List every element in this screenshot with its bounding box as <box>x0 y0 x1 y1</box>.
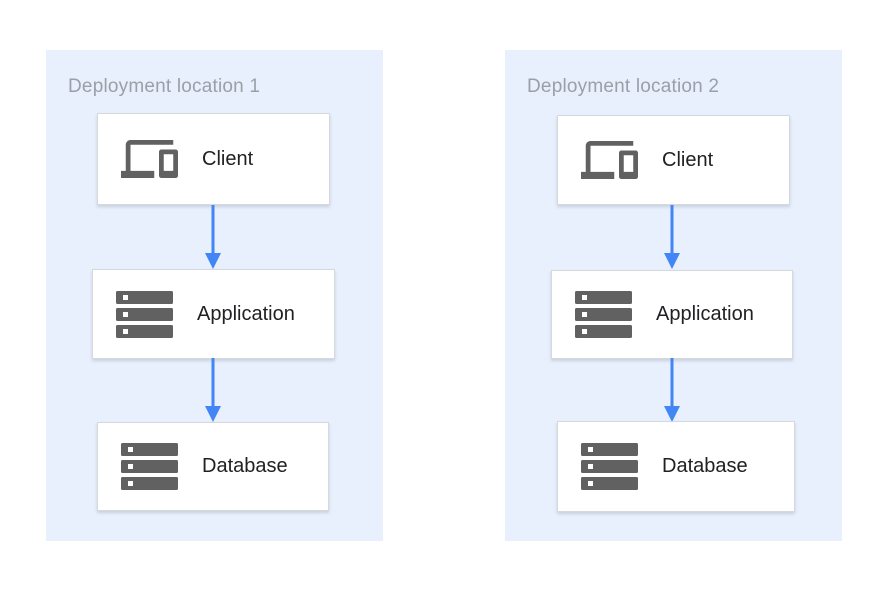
arrow-client-to-application <box>663 205 681 269</box>
node-label: Client <box>202 147 254 170</box>
arrow-client-to-application <box>204 205 222 269</box>
node-label: Application <box>197 302 295 325</box>
arrow-application-to-database <box>663 358 681 422</box>
node-label: Application <box>656 303 754 325</box>
deployment-panel-2: Deployment location 2 Client Application… <box>505 50 842 541</box>
node-application: Application <box>551 270 793 359</box>
server-stack-icon <box>120 443 178 490</box>
node-client: Client <box>557 115 790 205</box>
server-stack-icon <box>574 291 632 338</box>
node-label: Database <box>662 455 748 477</box>
node-database: Database <box>557 421 795 512</box>
panel-title: Deployment location 2 <box>527 76 720 97</box>
node-database: Database <box>97 422 329 511</box>
devices-icon <box>580 141 638 179</box>
deployment-panel-1: Deployment location 1 Client Application… <box>46 50 383 541</box>
panel-title: Deployment location 1 <box>68 76 261 97</box>
node-client: Client <box>97 113 330 205</box>
arrow-application-to-database <box>204 358 222 422</box>
devices-icon <box>120 140 178 178</box>
server-stack-icon <box>580 443 638 490</box>
server-stack-icon <box>115 290 173 338</box>
node-label: Client <box>662 148 714 171</box>
node-label: Database <box>202 455 288 477</box>
node-application: Application <box>92 269 335 359</box>
